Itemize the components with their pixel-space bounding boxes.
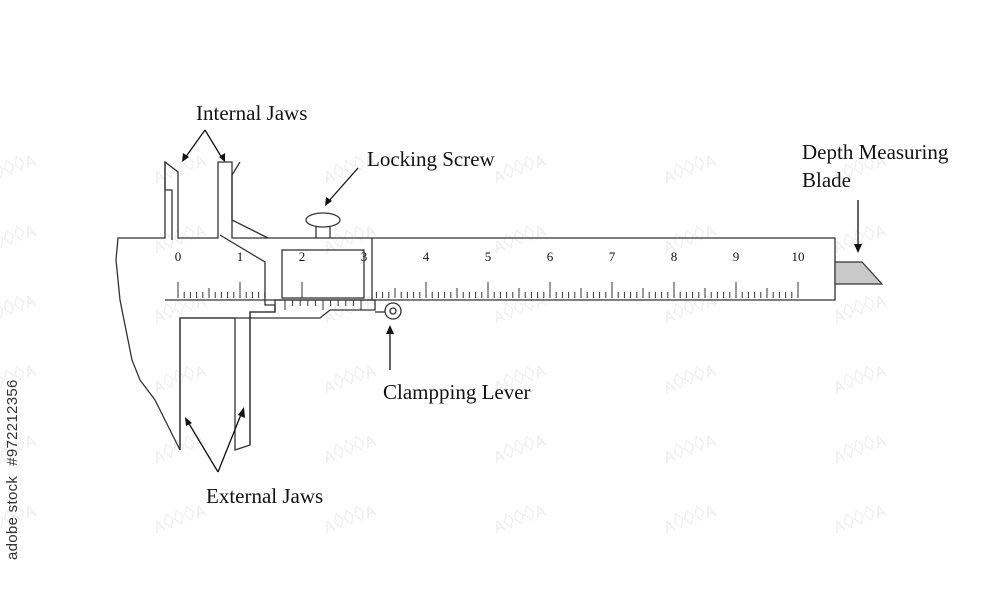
internal-jaw-left: [164, 162, 173, 240]
depth-blade-label-line1: Depth Measuring: [802, 140, 949, 164]
scale-number: 9: [733, 249, 740, 264]
internal-jaws-label: Internal Jaws: [196, 101, 308, 125]
scale-number: 2: [299, 249, 306, 264]
depth-measuring-blade: [834, 261, 884, 285]
clamping-lever: [384, 302, 402, 320]
locking-screw: [305, 212, 341, 228]
scale-number: 8: [671, 249, 678, 264]
scale-number: 0: [175, 249, 182, 264]
sliding-jaw: [219, 234, 276, 445]
locking-screw-label: Locking Screw: [367, 147, 495, 171]
depth-blade-label-line2: Blade: [802, 168, 851, 192]
clamping-lever-label: Clampping Lever: [383, 380, 531, 404]
scale-number: 7: [609, 249, 616, 264]
scale-number: 3: [361, 249, 368, 264]
vernier-plate: [165, 299, 376, 450]
scale-number: 5: [485, 249, 492, 264]
scale-number: 4: [423, 249, 430, 264]
scale-number: 10: [792, 249, 805, 264]
vernier-window: [281, 249, 365, 299]
fixed-jaw: [115, 160, 836, 451]
watermark-stock-id: adobe stock#972212356: [4, 379, 21, 560]
external-jaws-label: External Jaws: [206, 484, 324, 508]
internal-jaw-right: [231, 161, 269, 239]
scale-number: 1: [237, 249, 244, 264]
scale-number: 6: [547, 249, 554, 264]
